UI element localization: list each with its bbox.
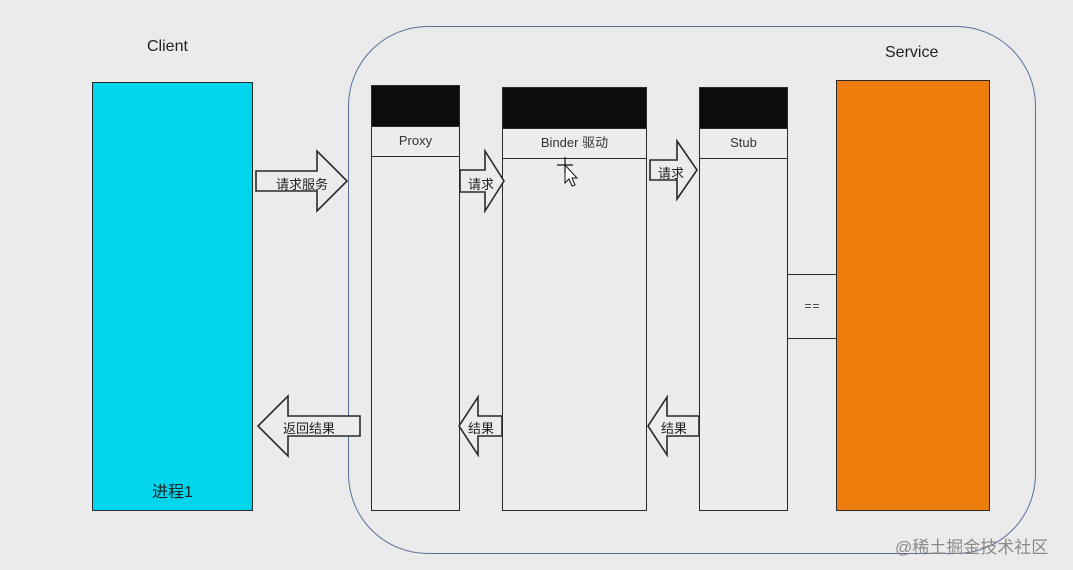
client-process-box: 进程1	[92, 82, 253, 511]
request-arrow-proxy-binder	[459, 148, 505, 214]
service-title: Service	[885, 44, 939, 61]
service-process-box	[836, 80, 990, 511]
result-arrow-stub-binder	[647, 394, 700, 458]
result-arrow-binder-proxy	[458, 394, 503, 458]
service-process-region	[348, 26, 1036, 554]
proxy-column: Proxy	[371, 85, 460, 511]
return-result-arrow	[256, 394, 361, 458]
binder-header-bar	[503, 88, 646, 129]
binder-driver-label: Binder 驱动	[503, 128, 646, 159]
client-title: Client	[147, 38, 188, 55]
proxy-header-bar	[372, 86, 459, 127]
client-process-label: 进程1	[152, 484, 193, 501]
stub-service-link: ==	[787, 274, 838, 339]
stub-header-bar	[700, 88, 787, 129]
result-label-2: 结果	[661, 421, 688, 436]
request-label-2: 请求	[658, 166, 685, 181]
proxy-label: Proxy	[372, 126, 459, 157]
return-result-label: 返回结果	[283, 421, 336, 436]
result-label-1: 结果	[468, 421, 495, 436]
request-service-arrow	[255, 149, 349, 213]
cursor-icon	[557, 157, 579, 187]
watermark: @稀土掘金技术社区	[895, 538, 1049, 557]
request-arrow-binder-stub	[649, 138, 698, 202]
request-service-label: 请求服务	[276, 177, 329, 192]
stub-label: Stub	[700, 128, 787, 159]
request-label-1: 请求	[468, 177, 495, 192]
stub-column: Stub	[699, 87, 788, 511]
binder-driver-column: Binder 驱动	[502, 87, 647, 511]
